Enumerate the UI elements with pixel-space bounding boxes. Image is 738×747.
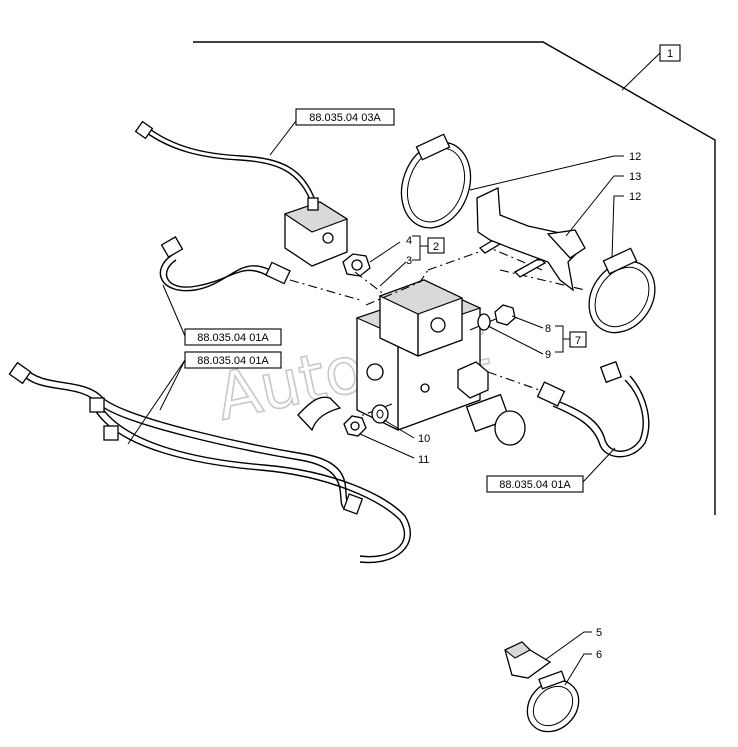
leader-ref-01A-2b bbox=[127, 359, 186, 445]
group-ref-box-2 bbox=[427, 237, 445, 254]
leader-ref-01A-2a bbox=[159, 359, 186, 411]
hose-clamp-part-12-right bbox=[588, 247, 656, 334]
part-number-12-right: 12 bbox=[629, 191, 641, 203]
cross-ref-label-1: 88.035.04 03A bbox=[309, 112, 381, 124]
leader-part-5 bbox=[544, 631, 592, 661]
cross-ref-box-2 bbox=[184, 328, 282, 346]
nut-part-11 bbox=[343, 415, 367, 437]
cross-ref-label-4: 88.035.04 01A bbox=[499, 479, 571, 491]
leader-part-13 bbox=[565, 175, 624, 237]
assembly-ref-box bbox=[659, 44, 681, 62]
hydraulic-hose-right bbox=[536, 360, 650, 458]
clip-part-5 bbox=[503, 641, 552, 679]
leader-part-10 bbox=[383, 419, 415, 439]
mounting-bracket-part-13 bbox=[476, 187, 586, 292]
part-number-10: 10 bbox=[418, 433, 430, 445]
part-number-9: 9 bbox=[545, 349, 551, 361]
assembly-leader bbox=[621, 52, 661, 91]
part-number-4: 4 bbox=[406, 235, 412, 247]
electrical-connector bbox=[134, 120, 349, 267]
group-ref-box-7 bbox=[569, 331, 587, 348]
part-number-8: 8 bbox=[545, 323, 551, 335]
group-ref-label-2: 2 bbox=[433, 241, 439, 253]
leader-part-8 bbox=[511, 315, 544, 329]
valve-block bbox=[297, 279, 526, 446]
leader-ref-03A bbox=[269, 120, 297, 156]
fitting-parts-8-9 bbox=[477, 304, 516, 331]
leader-part-12-right bbox=[611, 195, 624, 259]
leader-ref-01A-1 bbox=[162, 284, 186, 337]
leader-part-9 bbox=[487, 325, 544, 355]
cross-ref-box-4 bbox=[486, 475, 584, 493]
leader-part-11 bbox=[359, 433, 415, 459]
group-ref-label-7: 7 bbox=[575, 335, 581, 347]
leader-part-12-upper bbox=[469, 155, 624, 191]
leader-part-3 bbox=[379, 261, 407, 287]
nut-part-4 bbox=[342, 253, 371, 277]
leader-part-6 bbox=[564, 653, 592, 686]
leader-ref-01A-3 bbox=[582, 447, 616, 483]
part-number-5: 5 bbox=[596, 627, 602, 639]
hydraulic-hose-upper bbox=[159, 236, 291, 292]
part-number-13: 13 bbox=[629, 171, 641, 183]
assembly-bracket-line bbox=[193, 41, 716, 515]
part-number-6: 6 bbox=[596, 649, 602, 661]
leader-part-4 bbox=[369, 241, 401, 263]
part-number-11: 11 bbox=[418, 454, 429, 466]
part-number-3: 3 bbox=[406, 255, 412, 267]
cross-ref-label-2: 88.035.04 01A bbox=[197, 332, 269, 344]
callout-bracket-7 bbox=[555, 325, 564, 353]
cross-ref-box-1 bbox=[295, 108, 395, 126]
cross-ref-label-3: 88.035.04 01A bbox=[197, 355, 269, 367]
washer-part-10 bbox=[371, 404, 389, 424]
assembly-ref-label: 1 bbox=[667, 48, 673, 60]
callout-bracket-2 bbox=[412, 235, 421, 261]
hose-clamp-part-6 bbox=[526, 670, 580, 733]
hose-clamp-part-12-upper bbox=[400, 133, 472, 229]
part-number-12-upper: 12 bbox=[629, 151, 641, 163]
hydraulic-pipe-long bbox=[8, 361, 411, 564]
